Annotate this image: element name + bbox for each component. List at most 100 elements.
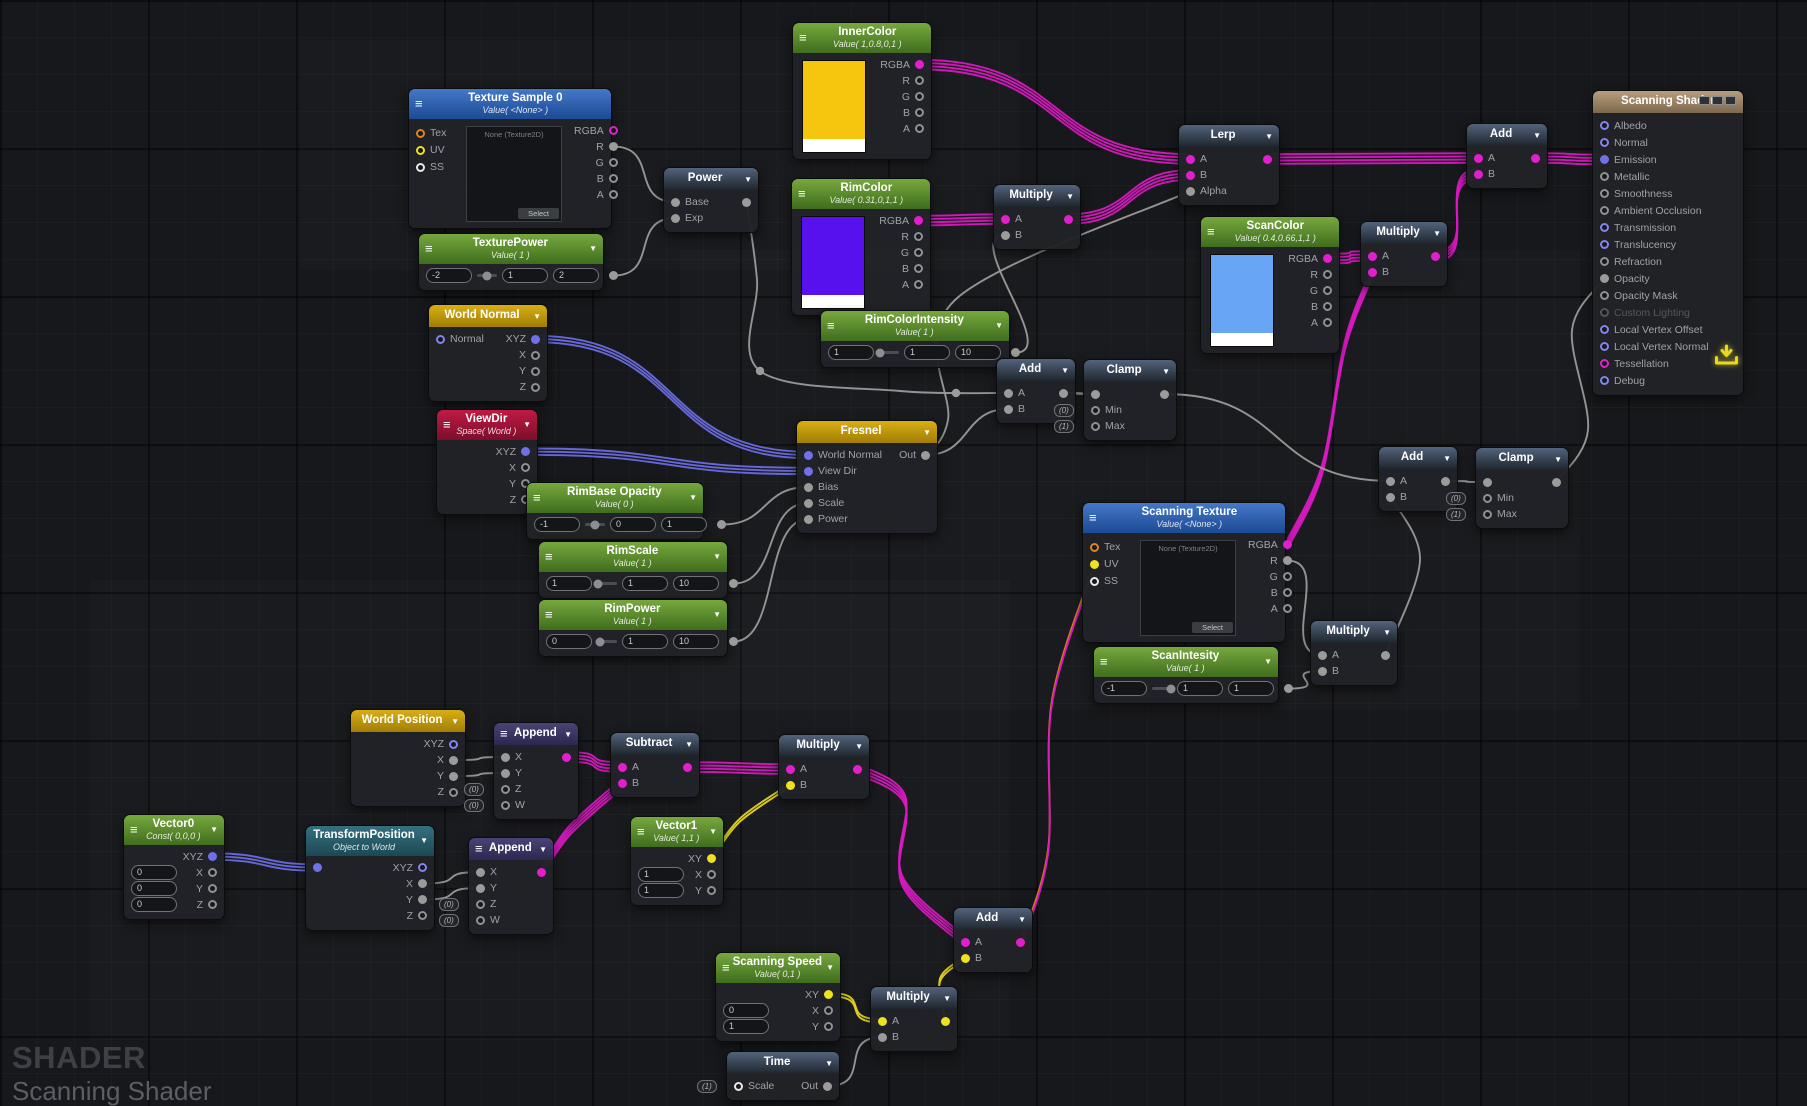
port-B-dot[interactable] (1186, 170, 1195, 180)
port-Emission-dot[interactable] (1600, 155, 1609, 164)
port-G-dot[interactable] (1282, 572, 1292, 582)
port-B-dot[interactable] (618, 778, 627, 788)
chevron-down-icon[interactable]: ▼ (1066, 191, 1074, 201)
node-menu-icon[interactable]: ≡ (1100, 653, 1108, 669)
node-header[interactable]: Subtract▼ (611, 733, 699, 755)
chevron-down-icon[interactable]: ▼ (539, 844, 547, 854)
node-menu-icon[interactable]: ≡ (533, 489, 541, 505)
range-max-input[interactable]: 1 (1228, 681, 1274, 697)
node-header[interactable]: Clamp▼ (1476, 448, 1568, 470)
node-menu-icon[interactable]: ≡ (1207, 223, 1215, 239)
port-B-dot[interactable] (1323, 302, 1332, 312)
chevron-down-icon[interactable]: ▼ (923, 427, 931, 437)
chevron-down-icon[interactable]: ▼ (523, 420, 531, 430)
port-Bias-dot[interactable] (804, 482, 813, 492)
node-menu-icon[interactable]: ≡ (827, 317, 835, 333)
port-X-dot[interactable] (824, 1006, 833, 1016)
slider-handle[interactable] (595, 637, 605, 647)
port-UV-dot[interactable] (1090, 559, 1099, 569)
port-B-dot[interactable] (914, 264, 923, 274)
node-menu-icon[interactable]: ≡ (415, 95, 423, 111)
range-min-input[interactable]: 1 (828, 345, 874, 361)
node-header[interactable]: Time▼ (727, 1052, 839, 1074)
port-B-dot[interactable] (1001, 230, 1010, 240)
port-Scale-dot[interactable] (804, 498, 813, 508)
node-header[interactable]: Add▼ (997, 359, 1075, 381)
port-input-dot[interactable] (313, 863, 322, 873)
value-input[interactable]: 1 (723, 1019, 769, 1035)
slider-track[interactable] (875, 348, 899, 358)
port-output-dot[interactable] (729, 637, 738, 647)
port-B-dot[interactable] (608, 174, 618, 184)
port-output-dot[interactable] (537, 867, 546, 877)
port-A-dot[interactable] (1001, 214, 1010, 224)
range-max-input[interactable]: 10 (673, 634, 719, 650)
node-header[interactable]: Multiply▼ (779, 735, 869, 757)
chevron-down-icon[interactable]: ▼ (1061, 365, 1069, 375)
node-menu-icon[interactable]: ≡ (799, 29, 807, 45)
port-X-dot[interactable] (476, 867, 485, 877)
port-XYZ-dot[interactable] (418, 863, 427, 873)
port-B-dot[interactable] (1318, 666, 1327, 676)
slider-handle[interactable] (593, 579, 603, 589)
slider-handle[interactable] (590, 520, 600, 530)
node-clampr[interactable]: Clamp▼(0)Min(1)Max (1446, 447, 1569, 529)
port-Y-dot[interactable] (476, 883, 485, 893)
node-menu-icon[interactable]: ≡ (425, 240, 433, 256)
port-output-dot[interactable] (1160, 389, 1169, 399)
port-B-dot[interactable] (1386, 492, 1395, 502)
port-input-dot[interactable] (1483, 477, 1492, 487)
node-header[interactable]: Fresnel▼ (797, 421, 937, 443)
port-W-dot[interactable] (501, 800, 510, 810)
port-output-dot[interactable] (1059, 388, 1068, 398)
chevron-down-icon[interactable]: ▼ (713, 610, 721, 620)
port-Max-dot[interactable] (1091, 421, 1100, 431)
port-A-dot[interactable] (786, 764, 795, 774)
slider-track[interactable] (477, 271, 497, 281)
port-Translucency-dot[interactable] (1600, 240, 1609, 249)
port-B-dot[interactable] (961, 953, 970, 963)
port-RGBA-dot[interactable] (914, 216, 923, 226)
node-menu-icon[interactable]: ≡ (1089, 509, 1097, 525)
chevron-down-icon[interactable]: ▼ (451, 716, 459, 726)
node-menu-icon[interactable]: ≡ (545, 606, 553, 622)
port-A-dot[interactable] (1323, 318, 1332, 328)
port-Max-dot[interactable] (1483, 509, 1492, 519)
port-output-dot[interactable] (717, 520, 726, 530)
node-menu-icon[interactable]: ≡ (475, 841, 483, 856)
port-B-dot[interactable] (786, 780, 795, 790)
node-clampmid[interactable]: Clamp▼(0)Min(1)Max (1054, 359, 1177, 441)
port-X-dot[interactable] (449, 755, 458, 765)
node-header[interactable]: ≡Append▼ (494, 723, 578, 745)
node-menu-icon[interactable]: ≡ (130, 821, 138, 837)
value-input[interactable]: 0 (131, 865, 177, 881)
port-B-dot[interactable] (1282, 588, 1292, 598)
port-Y-dot[interactable] (501, 768, 510, 778)
chevron-down-icon[interactable]: ▼ (210, 825, 218, 835)
port-B-dot[interactable] (1474, 169, 1483, 179)
port-R-dot[interactable] (915, 76, 924, 86)
chevron-down-icon[interactable]: ▼ (1018, 914, 1026, 924)
node-menu-icon[interactable]: ≡ (637, 823, 645, 839)
